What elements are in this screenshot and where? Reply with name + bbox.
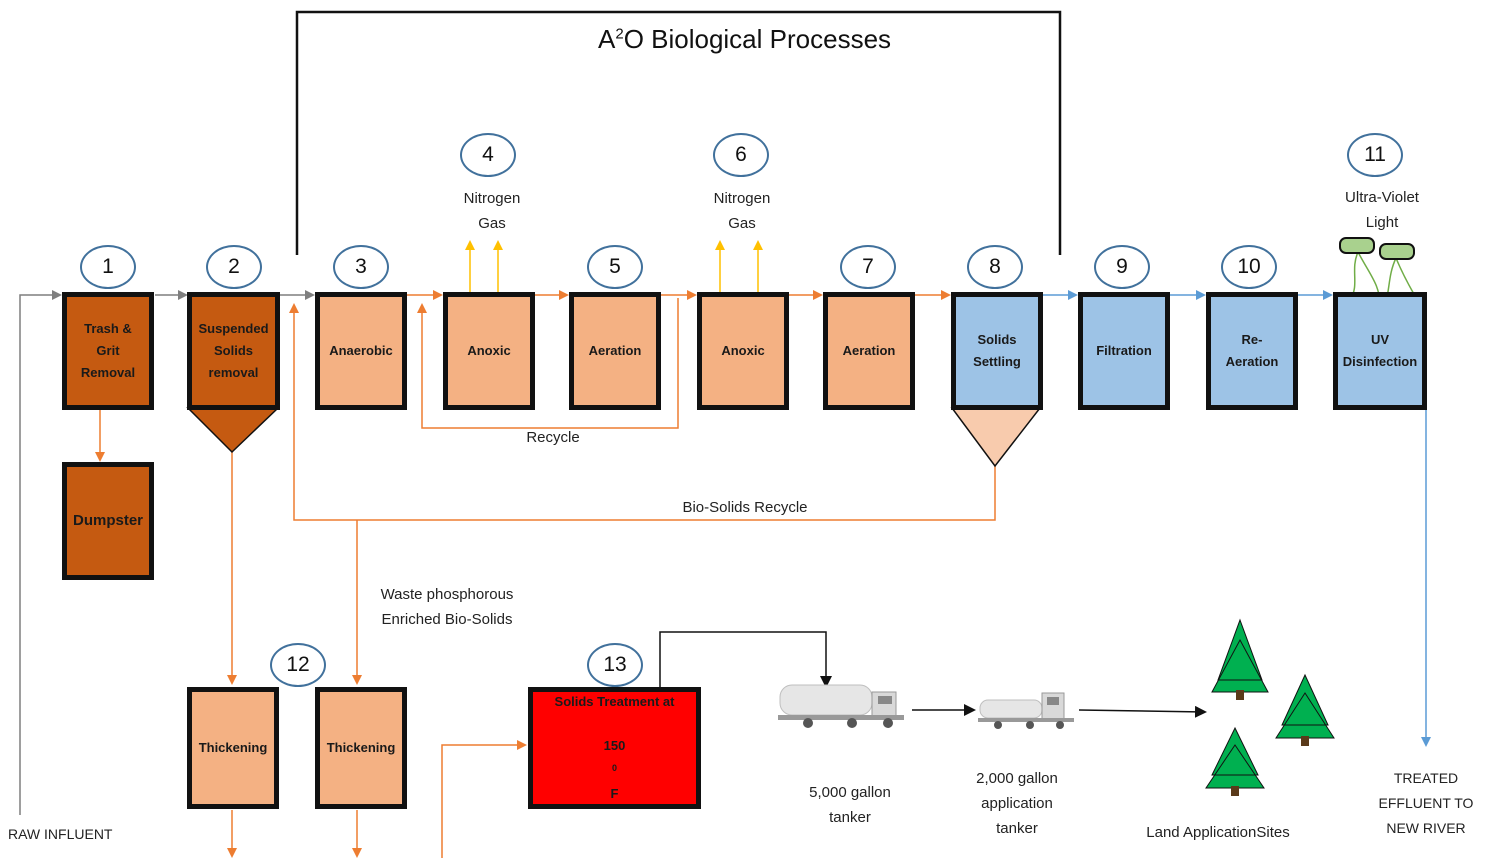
step-number-9: 9 xyxy=(1094,245,1150,289)
step-number-12: 12 xyxy=(270,643,326,687)
raw-influent-label: RAW INFLUENT xyxy=(8,826,113,842)
step-number-6: 6 xyxy=(713,133,769,177)
recycle-label: Recycle xyxy=(526,429,580,446)
step-number-7: 7 xyxy=(840,245,896,289)
step-number-3: 3 xyxy=(333,245,389,289)
uv-lamp-icon xyxy=(1339,237,1421,306)
solids-feed-line xyxy=(441,740,527,858)
recycle-line xyxy=(417,298,679,429)
tanker-truck-icon xyxy=(778,684,904,728)
step-number-13: 13 xyxy=(587,643,643,687)
step-number-4: 4 xyxy=(460,133,516,177)
step-number-11: 11 xyxy=(1347,133,1403,177)
step-number-2: 2 xyxy=(206,245,262,289)
thickening-box-2: Thickening xyxy=(315,687,407,809)
clarifier-hopper-8 xyxy=(950,407,1042,468)
haul-line xyxy=(659,631,832,688)
anaerobic-box: Anaerobic xyxy=(315,292,407,410)
step-number-10: 10 xyxy=(1221,245,1277,289)
diagram-title: A2O Biological Processes xyxy=(598,24,892,54)
influent-line xyxy=(19,290,62,815)
dumpster-box: Dumpster xyxy=(62,462,154,580)
tree-icon xyxy=(1205,726,1265,796)
aeration-box-1: Aeration xyxy=(569,292,661,410)
anoxic-box-1: Anoxic xyxy=(443,292,535,410)
step-number-8: 8 xyxy=(967,245,1023,289)
tree-icon xyxy=(1211,618,1269,700)
step-number-1: 1 xyxy=(80,245,136,289)
land-application-label: Land ApplicationSites xyxy=(1146,824,1290,841)
tree-icon xyxy=(1275,673,1335,746)
application-truck-icon xyxy=(978,692,1074,729)
biosolids-recycle-label: Bio-Solids Recycle xyxy=(682,499,808,516)
aeration-box-2: Aeration xyxy=(823,292,915,410)
anoxic-box-2: Anoxic xyxy=(697,292,789,410)
thickening-box-1: Thickening xyxy=(187,687,279,809)
re-aeration-box: Re-Aeration xyxy=(1206,292,1298,410)
biosolids-recycle-line xyxy=(289,303,996,521)
step-number-5: 5 xyxy=(587,245,643,289)
filtration-box: Filtration xyxy=(1078,292,1170,410)
a2o-bracket xyxy=(295,10,1062,255)
clarifier-hopper-2 xyxy=(186,407,280,454)
